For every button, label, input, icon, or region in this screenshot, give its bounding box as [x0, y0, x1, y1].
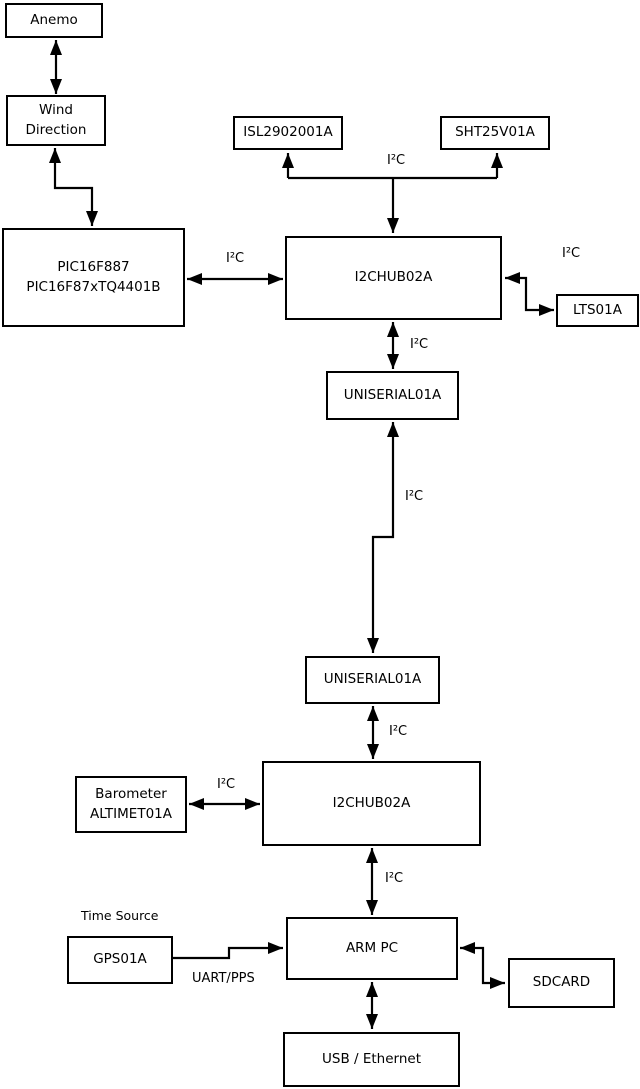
i2c-label-hub1-uniserial1: I²C [410, 337, 429, 352]
wire-wind-pic [49, 148, 98, 226]
node-lts-temperature-sensor: LTS01A [556, 294, 639, 327]
node-i2c-hub-1-label: I2CHUB02A [354, 269, 433, 286]
node-isl-light-sensor: ISL2902001A [233, 116, 343, 150]
node-pic-label-line2: PIC16F87xTQ4401B [26, 278, 161, 295]
node-wind-direction-label-line2: Direction [25, 121, 87, 138]
time-source-label: Time Source [81, 908, 159, 923]
node-barometer-label-line2: ALTIMET01A [90, 805, 172, 822]
node-wind-direction-label-line1: Wind [39, 101, 73, 118]
node-usb-ethernet-label: USB / Ethernet [322, 1050, 421, 1067]
i2c-label-pic-hub1: I²C [226, 251, 245, 266]
node-uniserial-1-label: UNISERIAL01A [343, 386, 442, 403]
node-barometer-altimeter: Barometer ALTIMET01A [75, 776, 187, 833]
wire-i2chub1-lts [505, 272, 554, 316]
node-wind-direction: Wind Direction [6, 95, 106, 146]
node-lts-label: LTS01A [573, 301, 622, 318]
i2c-label-uniserial2-hub2: I²C [389, 724, 408, 739]
node-barometer-label-line1: Barometer [95, 785, 167, 802]
node-anemometer-label: Anemo [30, 11, 78, 28]
node-uniserial-2-label: UNISERIAL01A [323, 671, 422, 688]
i2c-label-sensor-bus: I²C [387, 153, 406, 168]
node-isl-label: ISL2902001A [243, 124, 333, 141]
wire-uniserial1-uniserial2 [367, 422, 399, 653]
node-sdcard: SDCARD [508, 958, 615, 1008]
i2c-label-barometer-hub2: I²C [217, 777, 236, 792]
node-anemometer: Anemo [5, 3, 103, 38]
node-uniserial-1: UNISERIAL01A [326, 371, 459, 420]
i2c-label-hub1-lts: I²C [562, 246, 581, 261]
wire-armpc-sdcard [460, 942, 505, 989]
node-sht-label: SHT25V01A [455, 124, 535, 141]
node-i2c-hub-2-label: I2CHUB02A [332, 794, 411, 811]
node-pic-microcontroller: PIC16F887 PIC16F87xTQ4401B [2, 228, 185, 327]
node-arm-pc: ARM PC [286, 917, 458, 980]
node-pic-label-line1: PIC16F887 [57, 258, 130, 275]
node-i2c-hub-2: I2CHUB02A [262, 761, 481, 846]
node-sht-humidity-sensor: SHT25V01A [440, 116, 550, 150]
uart-pps-label: UART/PPS [192, 971, 255, 986]
node-gps-label: GPS01A [93, 951, 147, 968]
i2c-label-uniserial1-uniserial2: I²C [405, 489, 424, 504]
node-i2c-hub-1: I2CHUB02A [285, 236, 502, 320]
i2c-label-hub2-armpc: I²C [385, 871, 404, 886]
wire-gps-armpc [173, 942, 283, 960]
node-sdcard-label: SDCARD [532, 974, 591, 991]
node-arm-pc-label: ARM PC [345, 939, 399, 956]
node-uniserial-2: UNISERIAL01A [305, 656, 440, 704]
node-gps: GPS01A [67, 936, 173, 984]
node-usb-ethernet: USB / Ethernet [283, 1032, 460, 1087]
